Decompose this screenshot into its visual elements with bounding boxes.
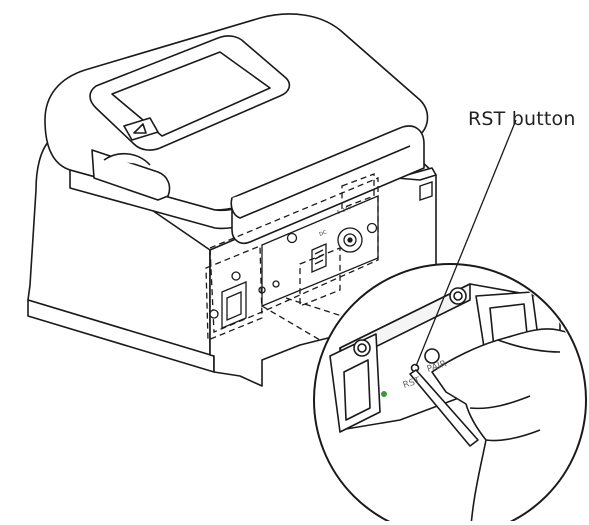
rst-button-callout: RST button (468, 108, 576, 130)
status-led (380, 390, 387, 397)
magnified-view: RST PAIR (313, 263, 587, 525)
voltage-label: 5-24V (337, 205, 353, 216)
panel-text: DC 5-24V (319, 205, 353, 238)
callout-leader-line (415, 119, 517, 367)
dashed-outlines (205, 173, 379, 341)
rear-panel (258, 195, 379, 307)
rear-tab (419, 181, 433, 201)
rear-module (209, 271, 247, 329)
dc-label: DC (319, 229, 329, 238)
